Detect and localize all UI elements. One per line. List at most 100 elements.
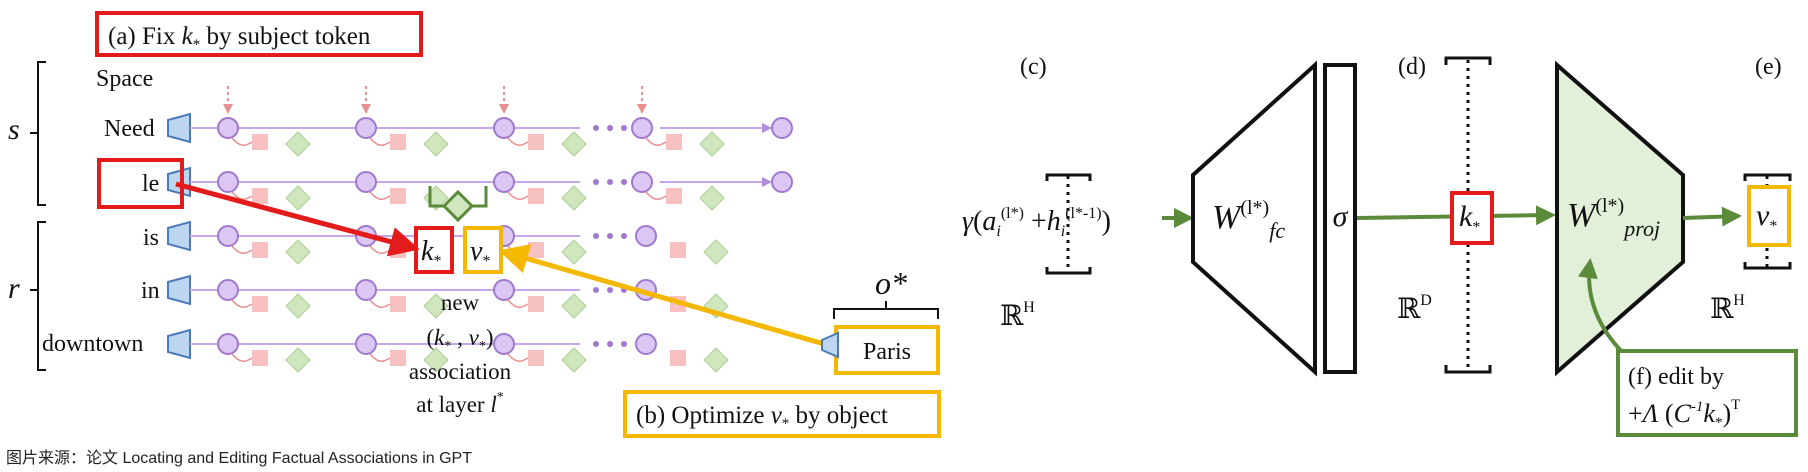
edit-box-line1: (f) edit by <box>1628 364 1724 390</box>
edit-arrow <box>1578 258 1627 357</box>
attention-block <box>528 350 544 366</box>
hidden-state-node <box>493 333 515 355</box>
hidden-state-node <box>771 171 793 193</box>
attention-block <box>390 350 406 366</box>
object-bracket <box>833 301 939 319</box>
w-fc-label: W(l*)fc <box>1212 197 1285 243</box>
association-line-pair: (k* , v*) <box>426 325 493 354</box>
w-proj-block <box>1555 60 1685 377</box>
hidden-state-node <box>493 279 515 301</box>
residual-arc <box>645 191 667 200</box>
panel-a-title-box <box>95 11 423 57</box>
mlp-block <box>561 185 587 211</box>
subject-bracket-label: s <box>8 113 20 146</box>
attention-block <box>390 134 406 150</box>
token-in: in <box>141 278 160 304</box>
token-space: Space <box>96 66 153 92</box>
panel-e-label: (e) <box>1755 54 1782 80</box>
residual-arc <box>369 191 391 200</box>
mlp-block <box>285 185 311 211</box>
attention-block <box>528 188 544 204</box>
ellipsis-dot <box>593 287 599 293</box>
token-encoder-icon <box>167 166 191 198</box>
mlp-block <box>703 347 729 373</box>
sigma-label: σ <box>1333 200 1349 233</box>
attention-block <box>252 296 268 312</box>
edited-mlp-link <box>472 186 488 208</box>
attention-block <box>252 242 268 258</box>
hidden-state-node <box>635 225 657 247</box>
mlp-block <box>561 131 587 157</box>
mlp-block <box>285 131 311 157</box>
hidden-state-node <box>355 171 377 193</box>
association-line-association: association <box>409 359 512 384</box>
ellipsis-dot <box>607 125 613 131</box>
k-star-vector-label: k* <box>1459 200 1480 236</box>
v-star-vector-label: v* <box>1756 199 1777 235</box>
mlp-block <box>285 293 311 319</box>
object-bracket-label: o* <box>875 265 907 301</box>
residual-arc <box>369 245 391 254</box>
mlp-block <box>423 293 449 319</box>
residual-arc <box>645 137 667 146</box>
ellipsis-dot <box>607 233 613 239</box>
hidden-state-node <box>217 117 239 139</box>
token-need: Need <box>104 116 155 142</box>
residual-arc <box>369 353 391 362</box>
object-box-label: Paris <box>863 339 911 365</box>
edit-box <box>1616 349 1798 437</box>
mlp-block <box>423 347 449 373</box>
attention-block <box>528 134 544 150</box>
token-le: le <box>142 171 159 197</box>
panel-b-title: (b) Optimize v* by object <box>636 402 888 432</box>
v-star-arrow <box>498 244 839 351</box>
mlp-block <box>561 347 587 373</box>
w-fc-block <box>1191 60 1317 377</box>
edited-mlp-block <box>441 189 475 223</box>
panel-a-title: (a) Fix k* by subject token <box>108 23 371 53</box>
mlp-block <box>561 293 587 319</box>
hidden-state-node <box>493 171 515 193</box>
token-encoder-icon <box>167 220 191 252</box>
hidden-state-node <box>631 171 653 193</box>
residual-arc <box>231 245 253 254</box>
value-vector-bracket <box>1743 173 1792 270</box>
ellipsis-dot <box>593 179 599 185</box>
mlp-block <box>703 239 729 265</box>
attention-block <box>390 296 406 312</box>
paris-decoder-icon <box>821 331 839 359</box>
v-star-label: v* <box>470 236 490 270</box>
mlp-block <box>699 131 725 157</box>
token-downtown: downtown <box>42 331 143 357</box>
mlp-block <box>285 239 311 265</box>
panel-d-label: (d) <box>1398 54 1426 80</box>
hidden-state-node <box>217 333 239 355</box>
panel-c-label: (c) <box>1020 54 1047 80</box>
ellipsis-dot <box>607 287 613 293</box>
hidden-state-node <box>355 117 377 139</box>
attention-block <box>670 242 686 258</box>
hidden-state-node <box>355 333 377 355</box>
attention-block <box>528 242 544 258</box>
token-encoder-icon <box>167 112 191 144</box>
attention-block <box>390 188 406 204</box>
mlp-block <box>423 131 449 157</box>
gamma-expression: γ(ai(l*) +hi(l*-1)) <box>962 205 1111 240</box>
output-arrow <box>1682 206 1742 227</box>
ellipsis-dot <box>621 233 627 239</box>
ellipsis-dot <box>621 341 627 347</box>
hidden-state-node <box>771 117 793 139</box>
ellipsis-dot <box>593 233 599 239</box>
v-star-vector-box <box>1747 185 1791 247</box>
ellipsis-dot <box>593 125 599 131</box>
hidden-state-node <box>493 117 515 139</box>
subject-bracket <box>30 61 46 206</box>
input-vector-bracket <box>1045 173 1092 275</box>
ellipsis-dot <box>607 179 613 185</box>
attention-block <box>252 188 268 204</box>
attention-block <box>252 134 268 150</box>
w-proj-label: W(l*)proj <box>1567 195 1660 241</box>
residual-arc <box>231 353 253 362</box>
mlp-block <box>285 347 311 373</box>
